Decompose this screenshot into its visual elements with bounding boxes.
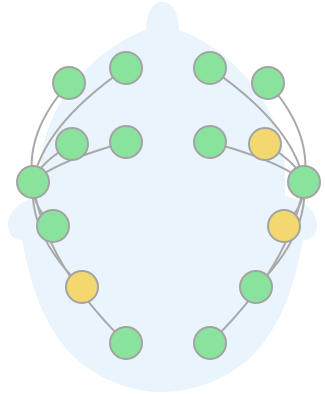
electrode-node[interactable] [251,66,285,100]
electrode-node[interactable] [109,51,143,85]
electrode-node[interactable] [193,326,227,360]
electrode-node[interactable] [193,51,227,85]
electrode-node[interactable] [52,66,86,100]
electrode-node[interactable] [109,326,143,360]
electrode-node-highlighted[interactable] [248,127,282,161]
electrode-node[interactable] [287,165,321,199]
electrode-node[interactable] [36,209,70,243]
electrode-node-highlighted[interactable] [267,209,301,243]
electrode-node[interactable] [16,165,50,199]
electrode-nodes [16,51,321,360]
electrode-node[interactable] [109,125,143,159]
electrode-node-highlighted[interactable] [65,270,99,304]
electrode-node[interactable] [193,125,227,159]
electrode-node[interactable] [239,270,273,304]
head-outline [8,2,317,392]
head-shape [8,2,317,392]
connection-line [32,181,127,344]
electrode-node[interactable] [55,127,89,161]
connection-line [209,181,305,344]
